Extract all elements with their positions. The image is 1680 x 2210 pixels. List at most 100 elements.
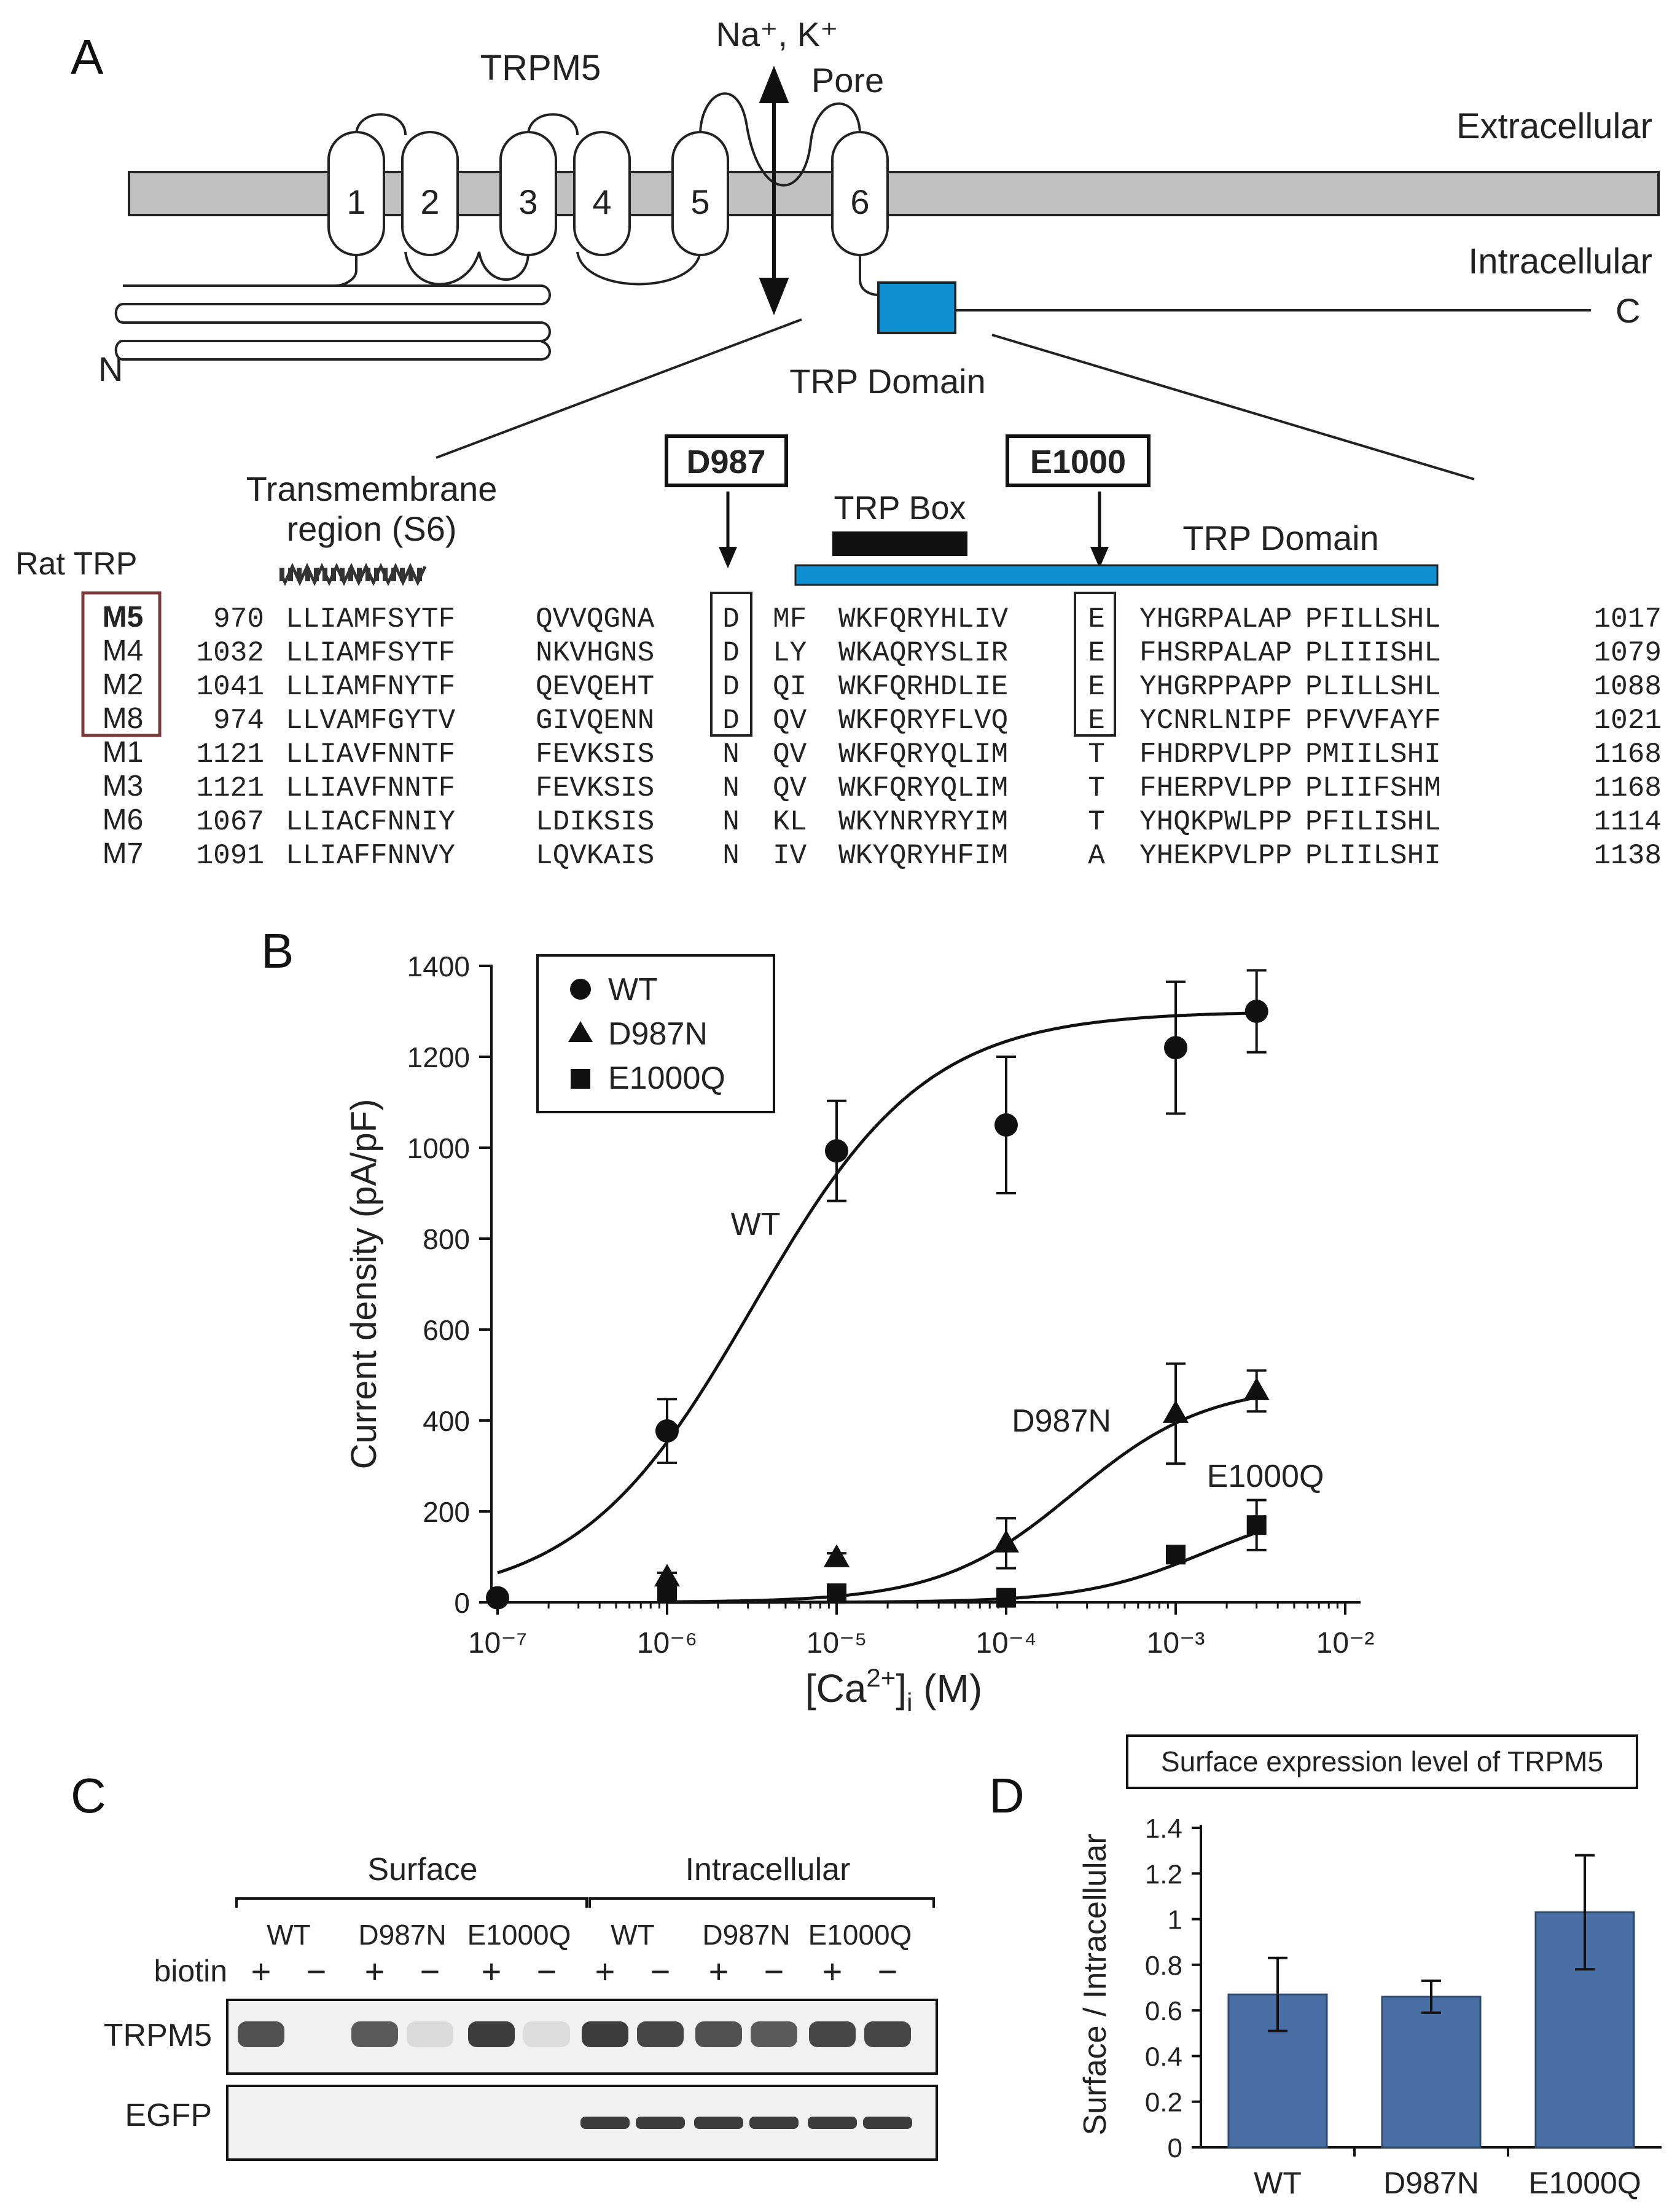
legend-marker-e1000q (571, 1069, 590, 1089)
seq-end: 1168 (1594, 739, 1662, 770)
seq-segment: YHQKPWLPP (1139, 806, 1292, 838)
point-d987n (993, 1529, 1019, 1553)
y-tick-label: 800 (423, 1223, 470, 1255)
helix-label-4: 4 (592, 182, 611, 221)
seq-segment: WKAQRYSLIR (838, 637, 1008, 669)
ions-label: Na⁺, K⁺ (716, 15, 838, 53)
biotin-sign: − (537, 1952, 557, 1991)
x-tick-label: 10⁻⁶ (637, 1627, 697, 1659)
seq-end: 1079 (1594, 637, 1662, 669)
helix-label-3: 3 (518, 182, 537, 221)
helix-4 (573, 131, 631, 256)
intracellular-label: Intracellular (1468, 241, 1652, 281)
y-tick-label: 1.2 (1145, 1859, 1182, 1889)
y-tick-label: 0.2 (1145, 2088, 1182, 2118)
site-e1000-arrowhead (1090, 547, 1109, 568)
seq-name-M2: M2 (103, 668, 144, 701)
biotin-sign: − (878, 1952, 898, 1991)
seq-segment: N (722, 806, 740, 838)
legend-label-e1000q: E1000Q (608, 1060, 725, 1096)
band-trpm5 (809, 2021, 856, 2047)
panel-label-a: A (71, 29, 104, 84)
seq-name-M5: M5 (103, 601, 144, 633)
seq-segment: WKFQRYQLIM (838, 772, 1008, 804)
band-egfp (636, 2117, 685, 2129)
seq-segment: WKFQRHDLIE (838, 671, 1008, 703)
trp-domain-box (877, 281, 956, 334)
biotin-sign: − (651, 1952, 671, 1991)
seq-segment: QVVQGNA (536, 603, 655, 635)
helix-5 (671, 131, 729, 256)
biotin-sign: + (595, 1952, 615, 1991)
y-tick-label: 600 (423, 1314, 470, 1346)
trp-domain-bar-label: TRP Domain (1182, 519, 1379, 557)
seq-name-M8: M8 (103, 702, 144, 735)
lane-label: D987N (702, 1919, 790, 1951)
seq-start: 970 (213, 603, 264, 635)
band-trpm5 (238, 2021, 284, 2047)
lane-label: E1000Q (808, 1919, 912, 1951)
biotin-sign: + (709, 1952, 729, 1991)
band-trpm5 (751, 2021, 797, 2047)
seq-segment: A (1088, 840, 1105, 872)
seq-segment: IV (773, 840, 807, 872)
seq-segment: GIVQENN (536, 705, 654, 737)
seq-segment: LLIAMFSYTF (286, 637, 455, 669)
seq-segment: KL (773, 806, 807, 838)
chart-d-y-ticks: 00.20.40.60.811.21.4 (1145, 1814, 1201, 2163)
seq-name-M3: M3 (103, 770, 144, 802)
seq-segment: FEVKSIS (536, 772, 654, 804)
bar-category-label: WT (1254, 2166, 1302, 2200)
seq-segment: PLIIFSHM (1305, 772, 1441, 804)
seq-segment: WKFQRYHLIV (838, 603, 1008, 635)
helix-2 (401, 131, 459, 256)
seq-segment: YHEKPVLPP (1139, 840, 1292, 872)
x-tick-label: 10⁻² (1316, 1627, 1375, 1659)
point-wt (994, 1113, 1018, 1137)
seq-start: 1032 (197, 637, 264, 669)
chart-b-y-axis-label: Current density (pA/pF) (344, 1099, 384, 1470)
helix-1 (327, 131, 385, 256)
seq-segment: WKFQRYQLIM (838, 739, 1008, 770)
chart-b-points (486, 969, 1270, 1610)
tm-region-label-line1: Transmembrane (246, 469, 498, 508)
group-box-names (81, 591, 162, 737)
chart-b-x-axis-label: [Ca2+]i (M) (805, 1663, 982, 1717)
band-egfp (808, 2117, 857, 2129)
blot-trpm5-label: TRPM5 (104, 2018, 212, 2053)
tm-region-zigzag (279, 563, 427, 586)
y-tick-label: 200 (423, 1496, 470, 1528)
seq-segment: T (1088, 772, 1105, 804)
seq-segment: E (1088, 705, 1105, 737)
seq-segment: WKYNRYRYIM (838, 806, 1008, 838)
sequence-alignment: Transmembrane region (S6) D987 E1000 TRP… (15, 434, 1662, 872)
seq-start: 1091 (197, 840, 264, 872)
fit-curve-d987n (666, 1396, 1257, 1604)
blot-egfp-label: EGFP (125, 2098, 212, 2133)
bar-category-label: E1000Q (1528, 2166, 1641, 2200)
rat-trp-label: Rat TRP (15, 546, 137, 582)
seq-name-M1: M1 (103, 736, 144, 769)
seq-end: 1168 (1594, 772, 1662, 804)
seq-end: 1138 (1594, 840, 1662, 872)
site-e1000-label: E1000 (1030, 444, 1126, 480)
band-trpm5 (523, 2021, 570, 2047)
seq-segment: QV (773, 705, 807, 737)
seq-start: 1121 (197, 772, 264, 804)
seq-segment: LLVAMFGYTV (286, 705, 455, 737)
point-e1000q (657, 1583, 677, 1604)
chart-d-y-axis-label: Surface / Intracellular (1077, 1833, 1113, 2135)
band-trpm5 (637, 2021, 684, 2047)
seq-end: 1114 (1594, 806, 1662, 838)
seq-end: 1088 (1594, 671, 1662, 703)
y-tick-label: 1.4 (1145, 1814, 1182, 1844)
legend-label-wt: WT (608, 972, 658, 1008)
point-wt (1244, 1000, 1268, 1023)
extracellular-label: Extracellular (1456, 106, 1652, 146)
chart-surface-expression: Surface expression level of TRPM5 Surfac… (1077, 1734, 1662, 2200)
curve-label-e1000q: E1000Q (1207, 1459, 1324, 1494)
